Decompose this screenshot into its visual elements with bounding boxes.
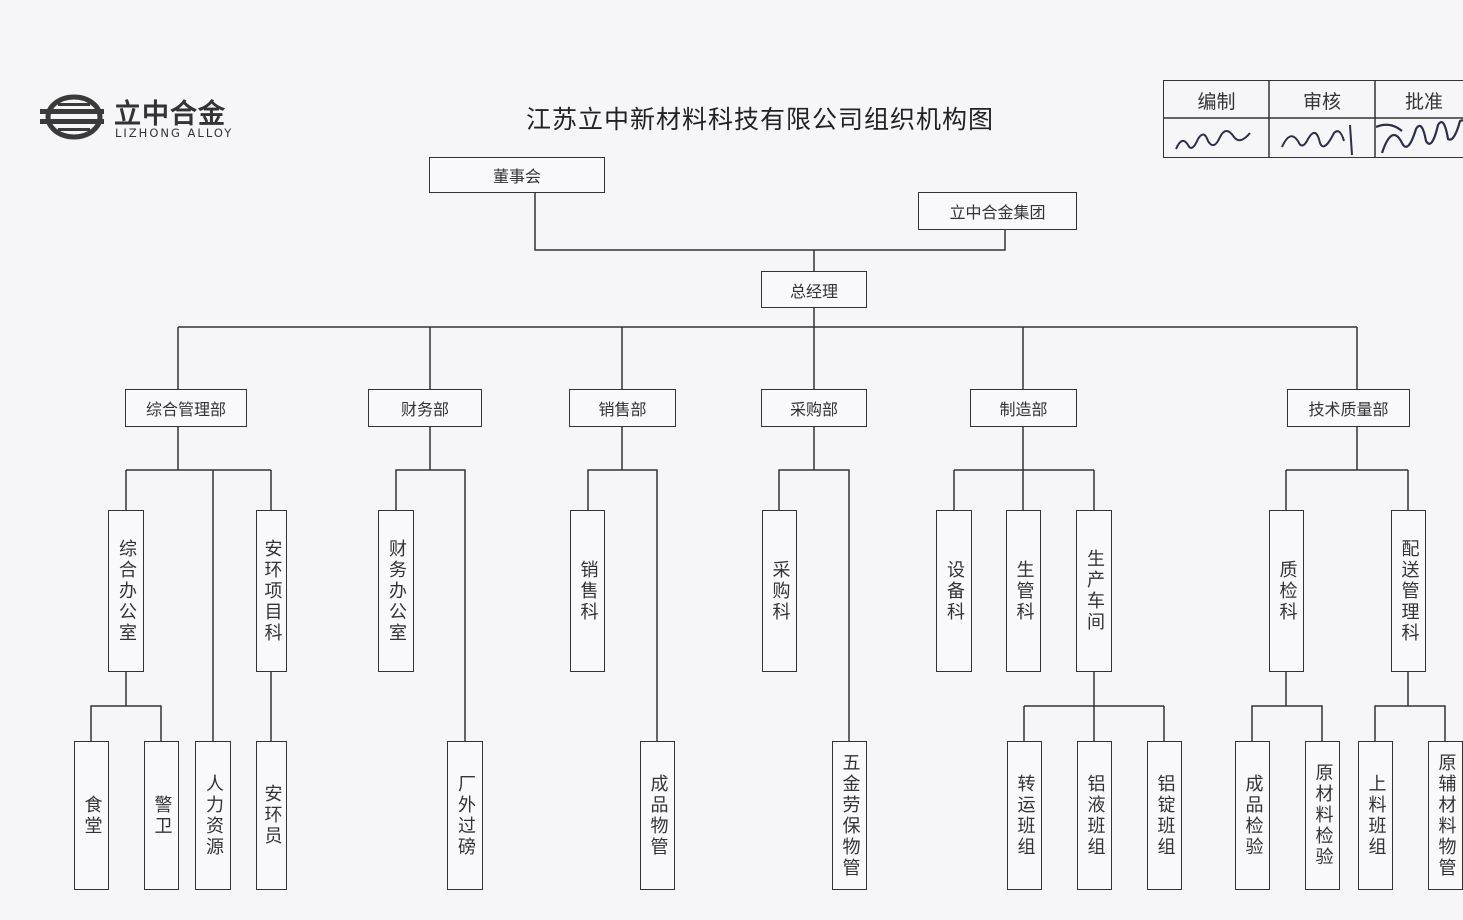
unit-aux-material: 原辅材料物管 xyxy=(1428,741,1463,890)
section-safety-env: 安环项目科 xyxy=(256,510,287,672)
section-purchase: 采购科 xyxy=(762,510,797,672)
section-delivery: 配送管理科 xyxy=(1391,510,1426,672)
unit-liquid-aluminum-team: 铝液班组 xyxy=(1077,741,1112,890)
logo-english-name: LIZHONG ALLOY xyxy=(115,126,234,140)
unit-safety-officer: 安环员 xyxy=(256,741,287,890)
section-equipment: 设备科 xyxy=(936,510,972,672)
chart-title: 江苏立中新材料科技有限公司组织机构图 xyxy=(525,105,994,134)
dept-purchase: 采购部 xyxy=(761,389,867,427)
unit-guard: 警卫 xyxy=(144,741,179,890)
section-production-mgmt: 生管科 xyxy=(1006,510,1041,672)
section-hardware-ppe: 五金劳保物管 xyxy=(832,741,867,890)
dept-sales: 销售部 xyxy=(569,389,676,427)
section-sales: 销售科 xyxy=(570,510,605,672)
unit-finished-inspection: 成品检验 xyxy=(1235,741,1270,890)
dept-manufacturing: 制造部 xyxy=(970,389,1077,427)
node-board: 董事会 xyxy=(429,157,605,193)
signature-reviewer xyxy=(1281,124,1353,156)
section-finance-office: 财务办公室 xyxy=(378,510,414,672)
section-off-site-weighing: 厂外过磅 xyxy=(447,741,483,890)
unit-canteen: 食堂 xyxy=(74,741,109,890)
section-workshop: 生产车间 xyxy=(1076,510,1112,672)
unit-raw-material-inspection: 原材料检验 xyxy=(1305,741,1340,890)
dept-admin: 综合管理部 xyxy=(125,389,247,427)
section-finished-goods: 成品物管 xyxy=(640,741,675,890)
signature-compiler xyxy=(1175,130,1251,150)
lizhong-emblem-icon xyxy=(40,94,104,140)
node-group: 立中合金集团 xyxy=(918,192,1077,230)
section-admin-office: 综合办公室 xyxy=(108,510,144,672)
section-hr: 人力资源 xyxy=(195,741,231,890)
unit-transfer-team: 转运班组 xyxy=(1007,741,1042,890)
unit-loading-team: 上料班组 xyxy=(1358,741,1393,890)
company-logo: 立中合金 LIZHONG ALLOY xyxy=(38,92,243,142)
approval-table: 编制 审核 批准 xyxy=(1162,79,1463,158)
header-compiled-by: 编制 xyxy=(1197,90,1236,113)
logo-chinese-name: 立中合金 xyxy=(114,99,226,130)
header-approved-by: 批准 xyxy=(1405,90,1444,113)
unit-ingot-team: 铝锭班组 xyxy=(1147,741,1182,890)
node-general-manager: 总经理 xyxy=(761,271,867,308)
dept-tech-quality: 技术质量部 xyxy=(1287,389,1410,427)
signature-approver xyxy=(1376,119,1463,154)
dept-finance: 财务部 xyxy=(368,389,482,427)
header-reviewed-by: 审核 xyxy=(1302,90,1341,113)
section-qc: 质检科 xyxy=(1269,510,1304,672)
approval-grid-lines xyxy=(1162,79,1463,158)
